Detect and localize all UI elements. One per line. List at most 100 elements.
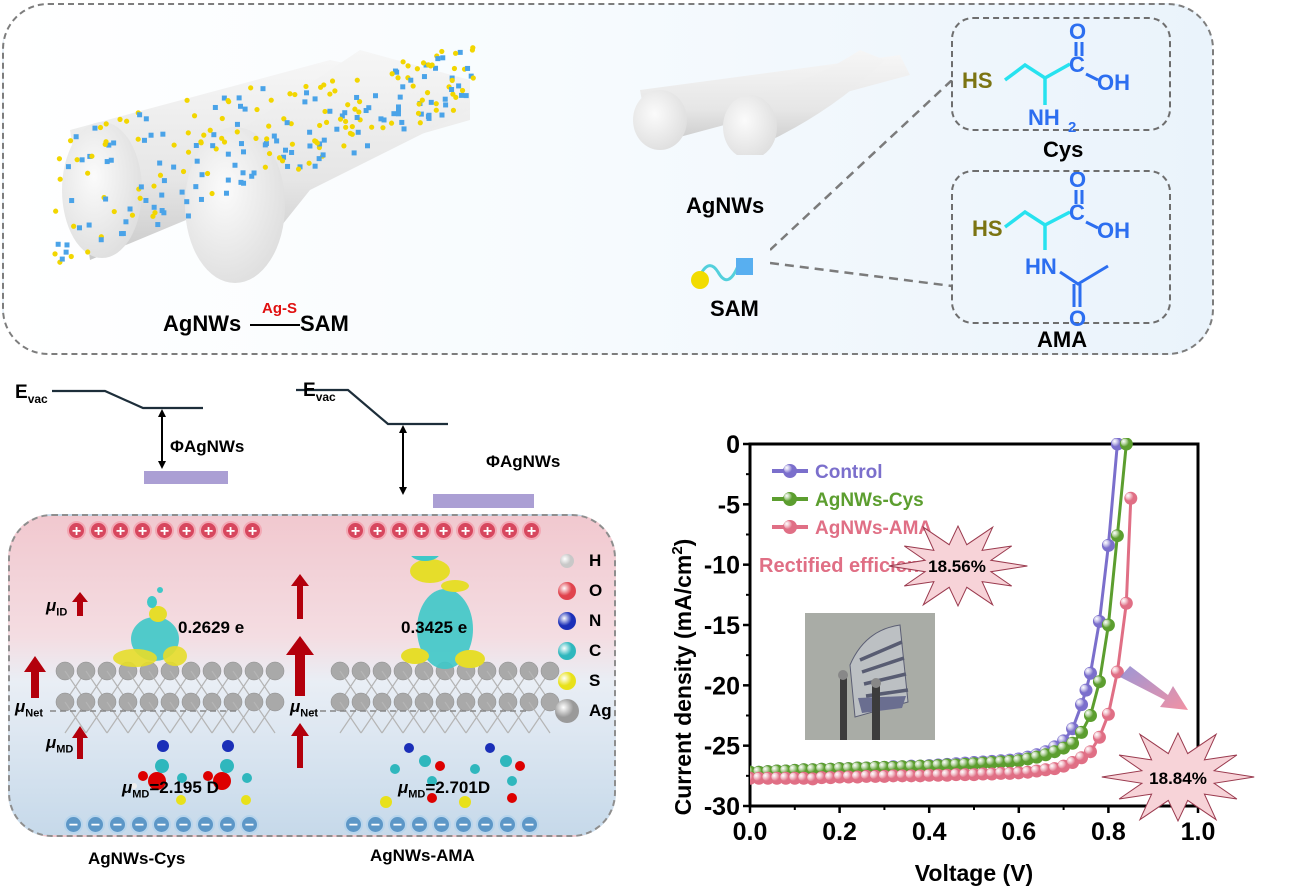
- data-point-highlight: [914, 760, 923, 769]
- data-point-highlight: [896, 770, 905, 779]
- ag-slab-left: [55, 661, 285, 734]
- data-point-highlight: [1049, 763, 1058, 772]
- data-point-highlight: [1125, 492, 1134, 501]
- negative-charges-left: −−−−−−−−−: [64, 815, 262, 835]
- data-point-highlight: [1058, 735, 1067, 744]
- series-agnws-ama: [750, 491, 1138, 786]
- data-point-highlight: [1093, 676, 1102, 685]
- data-point-highlight: [816, 763, 825, 772]
- data-point-highlight: [869, 770, 878, 779]
- data-point-highlight: [1076, 752, 1085, 761]
- atom-legend-label: S: [589, 671, 601, 690]
- atom-legend-label: N: [589, 611, 602, 630]
- y-tick-label: -10: [704, 552, 740, 580]
- positive-charge-icon: +: [221, 521, 240, 540]
- y-tick-label: -25: [704, 733, 740, 761]
- bond-line: [250, 324, 300, 326]
- mu-md-label-left: μMD: [46, 733, 74, 756]
- data-point-highlight: [1084, 710, 1093, 718]
- data-point-highlight: [807, 773, 816, 782]
- ag-slab-right: [330, 661, 560, 734]
- data-point-highlight: [887, 761, 896, 770]
- cys-name: Cys: [1043, 137, 1084, 162]
- connector-lines: [770, 80, 953, 288]
- dipole-value-right: μMD=2.701D: [398, 778, 491, 801]
- data-point-highlight: [959, 758, 968, 767]
- charge-transfer-right: 0.3425 e: [401, 618, 468, 637]
- negative-charge-icon: −: [388, 815, 407, 834]
- rectified-efficiency-annotation: Rectified efficiency: [759, 555, 942, 577]
- negative-charge-icon: −: [218, 815, 237, 834]
- data-point-highlight: [1022, 766, 1031, 775]
- dft-slab-illustrations: [50, 556, 560, 808]
- atom-h-icon: [560, 554, 574, 568]
- data-point-highlight: [1080, 684, 1089, 693]
- mu-net-arrow-left: [24, 656, 46, 698]
- data-point-highlight: [950, 769, 959, 778]
- y-tick-label: -20: [704, 672, 740, 700]
- data-point-highlight: [825, 772, 834, 781]
- fermi-level-bar-left: [144, 471, 228, 484]
- data-point-highlight: [905, 761, 914, 770]
- positive-charge-icon: +: [390, 521, 409, 540]
- mu-id-arrow-right: [291, 574, 309, 619]
- negative-charge-icon: −: [498, 815, 517, 834]
- atom-legend-label: O: [589, 581, 603, 600]
- atom-legend-item: H: [555, 546, 612, 576]
- data-point-highlight: [750, 773, 753, 781]
- cys-structure-box: [951, 17, 1171, 131]
- positive-charge-icon: +: [89, 521, 108, 540]
- efficiency-label-ama: 18.84%: [1149, 769, 1207, 788]
- cys-structure: HS O C OH NH 2: [962, 20, 1130, 135]
- data-point-highlight: [798, 764, 807, 773]
- ama-structure-box: [951, 170, 1171, 324]
- data-point-highlight: [941, 759, 950, 768]
- positive-charge-icon: +: [346, 521, 365, 540]
- atom-legend-item: O: [555, 576, 612, 606]
- atom-legend-label: C: [589, 641, 602, 660]
- data-point-highlight: [1031, 765, 1040, 774]
- data-point-highlight: [1067, 723, 1076, 732]
- y-tick-label: -30: [704, 793, 740, 821]
- inset-device-photo: [805, 613, 935, 740]
- improvement-arrow: [1120, 666, 1188, 710]
- positive-charge-icon: +: [368, 521, 387, 540]
- data-point-highlight: [1084, 746, 1093, 755]
- negative-charge-icon: −: [108, 815, 127, 834]
- positive-charge-icon: +: [155, 521, 174, 540]
- data-point-highlight: [816, 772, 825, 781]
- legend-label: AgNWs-Cys: [815, 490, 924, 511]
- data-point-highlight: [986, 757, 995, 766]
- data-point-highlight: [1049, 746, 1058, 755]
- svg-text:Current density (mA/cm2): Current density (mA/cm2): [669, 539, 696, 816]
- dipole-mechanism-panel: +++++++++ +++++++++ −−−−−−−−− −−−−−−−−−: [8, 514, 616, 837]
- x-tick-label: 0.2: [822, 818, 857, 846]
- data-point-highlight: [941, 769, 950, 778]
- data-point-highlight: [1111, 438, 1120, 447]
- data-point-highlight: [1076, 699, 1085, 708]
- phi-label-left: ΦAgNWs: [170, 437, 245, 456]
- agnws-label: AgNWs: [686, 193, 765, 218]
- data-point-highlight: [843, 763, 852, 772]
- dipole-value-left: μMD=2.195 D: [122, 778, 219, 801]
- x-axis-title: Voltage (V): [915, 860, 1033, 886]
- data-point-highlight: [959, 769, 968, 778]
- data-point-highlight: [1093, 731, 1102, 740]
- data-point-highlight: [1093, 615, 1102, 624]
- mu-md-arrow-right: [291, 723, 309, 768]
- data-point-highlight: [1058, 742, 1067, 751]
- data-point-highlight: [1111, 530, 1120, 539]
- mu-id-arrow-left: [72, 592, 88, 616]
- molecule-models-right: [380, 743, 525, 808]
- data-point-highlight: [923, 769, 932, 778]
- positive-charge-icon: +: [412, 521, 431, 540]
- data-point-highlight: [798, 772, 807, 781]
- data-point-highlight: [968, 758, 977, 767]
- atom-c-icon: [558, 642, 576, 660]
- nanowire-cap: [62, 122, 142, 258]
- data-point-highlight: [878, 761, 887, 770]
- atom-legend-label: H: [589, 551, 602, 570]
- evac-line-right: [296, 388, 448, 426]
- negative-charge-icon: −: [410, 815, 429, 834]
